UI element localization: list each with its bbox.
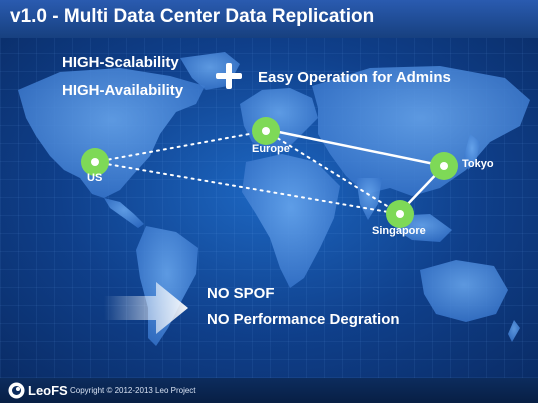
city-label-tokyo: Tokyo bbox=[462, 158, 494, 170]
node-us-dot bbox=[91, 158, 99, 166]
feature-easy-operation: Easy Operation for Admins bbox=[258, 69, 451, 86]
city-label-us: US bbox=[87, 172, 103, 184]
city-label-europe: Europe bbox=[252, 143, 290, 155]
link-europe-singapore bbox=[265, 130, 401, 215]
feature-scalability: HIGH-Scalability bbox=[62, 54, 179, 71]
continent-europe bbox=[240, 88, 318, 150]
link-tokyo-europe bbox=[273, 129, 445, 168]
continent-australia bbox=[420, 260, 508, 322]
slide-title: v1.0 - Multi Data Center Data Replicatio… bbox=[10, 6, 375, 27]
continent-africa bbox=[242, 154, 340, 288]
continent-japan bbox=[464, 134, 480, 170]
right-arrow-icon bbox=[104, 282, 188, 334]
continent-north-america bbox=[18, 68, 205, 198]
benefit-no-performance-degradation: NO Performance Degration bbox=[207, 311, 400, 328]
world-map-stage: HIGH-Scalability HIGH-Availability Easy … bbox=[0, 38, 538, 378]
leofs-logo-icon bbox=[8, 382, 25, 399]
node-europe-dot bbox=[262, 127, 270, 135]
logo-text: LeoFS bbox=[28, 383, 68, 398]
city-label-singapore: Singapore bbox=[372, 225, 426, 237]
node-tokyo-dot bbox=[440, 162, 448, 170]
continent-asia bbox=[312, 66, 530, 196]
node-singapore-dot bbox=[396, 210, 404, 218]
continent-greenland bbox=[180, 52, 240, 90]
feature-availability: HIGH-Availability bbox=[62, 82, 184, 99]
link-us-europe bbox=[94, 130, 267, 163]
footer: LeoFS Copyright © 2012-2013 Leo Project bbox=[0, 378, 538, 403]
world-map bbox=[18, 52, 530, 346]
link-us-singapore bbox=[94, 161, 401, 215]
copyright-text: Copyright © 2012-2013 Leo Project bbox=[70, 386, 196, 395]
continent-central-america bbox=[104, 198, 144, 228]
benefit-no-spof: NO SPOF bbox=[207, 285, 275, 302]
title-bar: v1.0 - Multi Data Center Data Replicatio… bbox=[0, 0, 538, 39]
continent-new-zealand bbox=[508, 320, 520, 342]
plus-icon bbox=[216, 63, 242, 89]
continent-india bbox=[356, 178, 382, 220]
